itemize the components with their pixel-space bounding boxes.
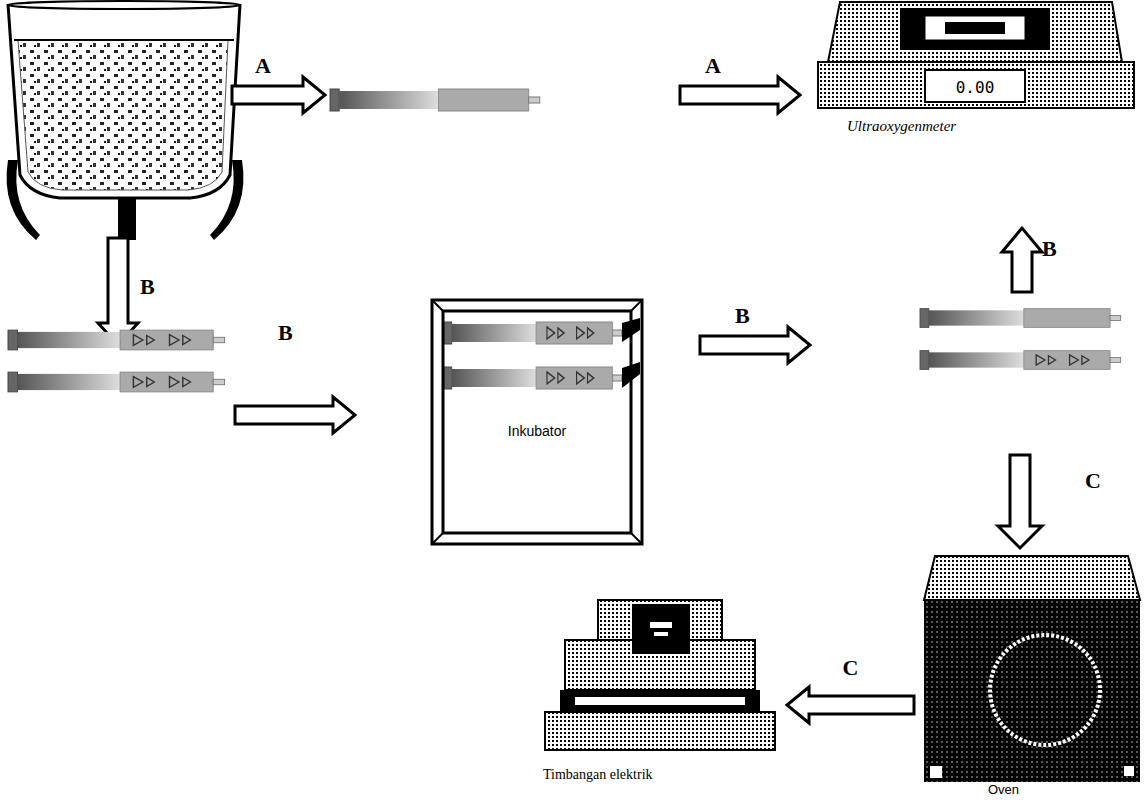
arrow-letter: C — [843, 657, 859, 679]
node-label: Timbangan elektrik — [543, 767, 653, 783]
sample-syringe — [8, 89, 1121, 392]
incubator-frame — [430, 298, 644, 546]
flow-arrow — [787, 687, 914, 723]
device-label: Ultraoxygenmeter — [812, 0, 1140, 142]
incubator-box: Inkubator — [430, 298, 644, 546]
node-label: Ultraoxygenmeter — [847, 118, 956, 135]
arrow-letter: B — [735, 305, 750, 327]
node-label: Inkubator — [508, 423, 566, 439]
meter-reading: 0.00 — [956, 78, 995, 97]
oxygen-meter-illustration — [818, 2, 1134, 108]
arrow-letter: B — [278, 322, 293, 344]
arrow-letter: C — [1085, 470, 1101, 492]
device-label: Timbangan elektrik — [535, 595, 783, 793]
oven-illustration — [924, 556, 1140, 782]
balance-illustration — [545, 600, 775, 750]
arrow-letter: B — [140, 276, 155, 298]
arrow-letter: A — [255, 55, 271, 77]
device-label: Oven — [918, 550, 1142, 798]
node-label: Oven — [988, 782, 1019, 797]
arrow-letter: B — [1042, 238, 1057, 260]
beaker-illustration — [7, 1, 244, 240]
arrow-letter: A — [705, 55, 721, 77]
flow-arrow — [98, 77, 1042, 548]
